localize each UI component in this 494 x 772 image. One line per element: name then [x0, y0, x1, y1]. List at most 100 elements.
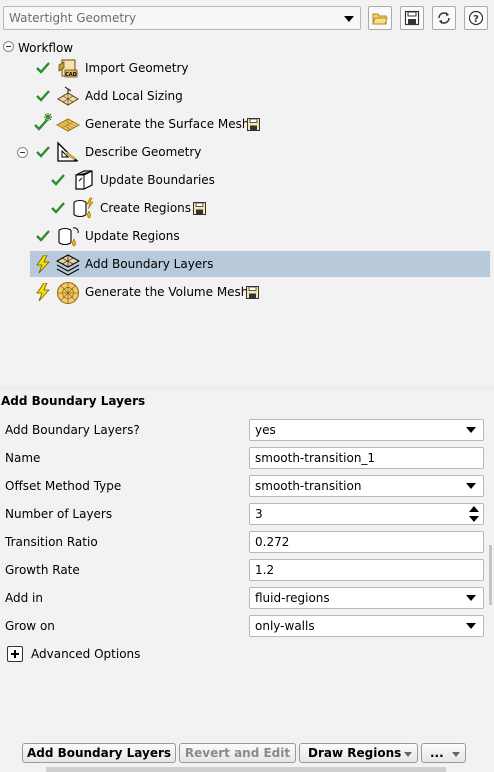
- transition-ratio-input[interactable]: 0.272: [249, 531, 484, 553]
- workflow-tree: Workflow CAD Import Geometry Add Local S…: [0, 36, 494, 386]
- chevron-down-icon: [466, 623, 476, 629]
- prop-label: Transition Ratio: [5, 535, 98, 549]
- spinner-down-icon[interactable]: [469, 516, 479, 522]
- prop-row-transition-ratio: Transition Ratio 0.272: [0, 530, 494, 554]
- dropdown-value: only-walls: [255, 619, 315, 633]
- tree-item-generate-volume-mesh[interactable]: Generate the Volume Mesh: [0, 280, 490, 304]
- tree-item-describe-geometry[interactable]: Describe Geometry: [0, 140, 490, 164]
- tree-item-label: Add Boundary Layers: [85, 257, 214, 271]
- surface-mesh-icon: [56, 118, 80, 132]
- lightning-bolt-icon: [36, 255, 50, 273]
- tree-item-label: Add Local Sizing: [85, 89, 183, 103]
- tree-item-update-regions[interactable]: Update Regions: [0, 224, 490, 248]
- draw-regions-label: Draw Regions: [308, 746, 402, 760]
- tree-item-label: Import Geometry: [85, 61, 189, 75]
- add-boundary-layers-dropdown[interactable]: yes: [249, 419, 484, 441]
- tree-item-update-boundaries[interactable]: Update Boundaries: [0, 168, 490, 192]
- refresh-workflow-button[interactable]: [432, 6, 456, 30]
- horizontal-scrollbar[interactable]: [46, 767, 446, 772]
- chevron-down-icon[interactable]: [452, 752, 460, 757]
- input-value: 1.2: [255, 563, 275, 577]
- chevron-down-icon: [466, 595, 476, 601]
- help-button[interactable]: ?: [464, 6, 488, 30]
- collapse-toggle-icon[interactable]: [17, 147, 28, 158]
- advanced-options-label: Advanced Options: [31, 647, 141, 661]
- prop-label: Add in: [5, 591, 43, 605]
- workflow-type-value: Watertight Geometry: [9, 11, 137, 25]
- open-workflow-button[interactable]: [368, 6, 392, 30]
- chevron-down-icon: [466, 427, 476, 433]
- local-sizing-icon: [57, 86, 79, 106]
- chevron-down-icon: [344, 16, 354, 22]
- prop-row-growth-rate: Growth Rate 1.2: [0, 558, 494, 582]
- tree-item-import-geometry[interactable]: CAD Import Geometry: [0, 56, 490, 80]
- task-button-bar: Add Boundary Layers Revert and Edit Draw…: [0, 740, 494, 766]
- update-regions-icon: [58, 227, 79, 247]
- tree-item-label: Update Boundaries: [100, 173, 215, 187]
- cad-import-icon: CAD: [58, 59, 78, 78]
- prop-label: Growth Rate: [5, 563, 80, 577]
- more-options-button[interactable]: ...: [421, 743, 466, 763]
- prop-label: Offset Method Type: [5, 479, 122, 493]
- prop-row-add-boundary-layers: Add Boundary Layers? yes: [0, 418, 494, 442]
- tree-item-label: Create Regions: [100, 201, 192, 215]
- add-boundary-layers-button[interactable]: Add Boundary Layers: [22, 743, 176, 763]
- prop-row-offset-method-type: Offset Method Type smooth-transition: [0, 474, 494, 498]
- spinner-value: 3: [255, 507, 263, 521]
- dropdown-value: fluid-regions: [255, 591, 330, 605]
- prop-row-add-in: Add in fluid-regions: [0, 586, 494, 610]
- chevron-down-icon[interactable]: [404, 752, 412, 757]
- checkmark-icon: [51, 202, 65, 214]
- workflow-toolbar: Watertight Geometry ?: [0, 0, 494, 36]
- spinner-up-icon[interactable]: [469, 506, 479, 512]
- add-in-dropdown[interactable]: fluid-regions: [249, 587, 484, 609]
- collapse-toggle-icon[interactable]: [3, 41, 14, 52]
- vertical-scrollbar[interactable]: [489, 545, 492, 605]
- help-icon: ?: [468, 10, 484, 26]
- prop-label: Grow on: [5, 619, 55, 633]
- tree-item-add-boundary-layers[interactable]: Add Boundary Layers: [30, 251, 490, 277]
- prop-row-number-of-layers: Number of Layers 3: [0, 502, 494, 526]
- prop-label: Name: [5, 451, 41, 465]
- input-value: 0.272: [255, 535, 290, 549]
- more-options-label: ...: [430, 746, 444, 760]
- tree-item-add-local-sizing[interactable]: Add Local Sizing: [0, 84, 490, 108]
- boundary-layers-icon: [56, 254, 80, 276]
- prop-label: Number of Layers: [5, 507, 113, 521]
- volume-mesh-icon: [57, 282, 79, 304]
- checkmark-icon: [36, 230, 50, 242]
- dropdown-value: yes: [255, 423, 276, 437]
- prop-row-grow-on: Grow on only-walls: [0, 614, 494, 638]
- save-icon: [247, 118, 260, 131]
- checkmark-icon: [51, 174, 65, 186]
- name-input[interactable]: smooth-transition_1: [249, 447, 484, 469]
- checkmark-modified-icon: [34, 119, 48, 131]
- draw-regions-button[interactable]: Draw Regions: [299, 743, 418, 763]
- tree-item-create-regions[interactable]: Create Regions: [0, 196, 490, 220]
- panel-title: Add Boundary Layers: [1, 394, 146, 408]
- svg-text:?: ?: [473, 14, 479, 25]
- tree-item-generate-surface-mesh[interactable]: Generate the Surface Mesh: [0, 112, 490, 136]
- svg-text:CAD: CAD: [65, 72, 77, 78]
- growth-rate-input[interactable]: 1.2: [249, 559, 484, 581]
- revert-and-edit-button[interactable]: Revert and Edit: [179, 743, 296, 763]
- workflow-type-select[interactable]: Watertight Geometry: [3, 6, 361, 30]
- save-icon: [246, 286, 259, 299]
- pane-splitter[interactable]: [0, 386, 494, 390]
- boundaries-icon: [75, 170, 93, 190]
- tree-item-label: Generate the Surface Mesh: [85, 117, 250, 131]
- grow-on-dropdown[interactable]: only-walls: [249, 615, 484, 637]
- save-workflow-button[interactable]: [400, 6, 424, 30]
- regions-icon: [73, 197, 94, 219]
- prop-label: Add Boundary Layers?: [5, 423, 140, 437]
- refresh-icon: [438, 12, 450, 24]
- number-of-layers-spinner[interactable]: 3: [249, 503, 484, 525]
- input-value: smooth-transition_1: [255, 451, 376, 465]
- prop-row-name: Name smooth-transition_1: [0, 446, 494, 470]
- offset-method-type-dropdown[interactable]: smooth-transition: [249, 475, 484, 497]
- asterisk-icon: [44, 113, 52, 121]
- expand-plus-icon[interactable]: [7, 646, 23, 662]
- tree-item-label: Describe Geometry: [85, 145, 202, 159]
- tree-root-workflow[interactable]: Workflow: [0, 36, 490, 60]
- checkmark-icon: [36, 62, 50, 74]
